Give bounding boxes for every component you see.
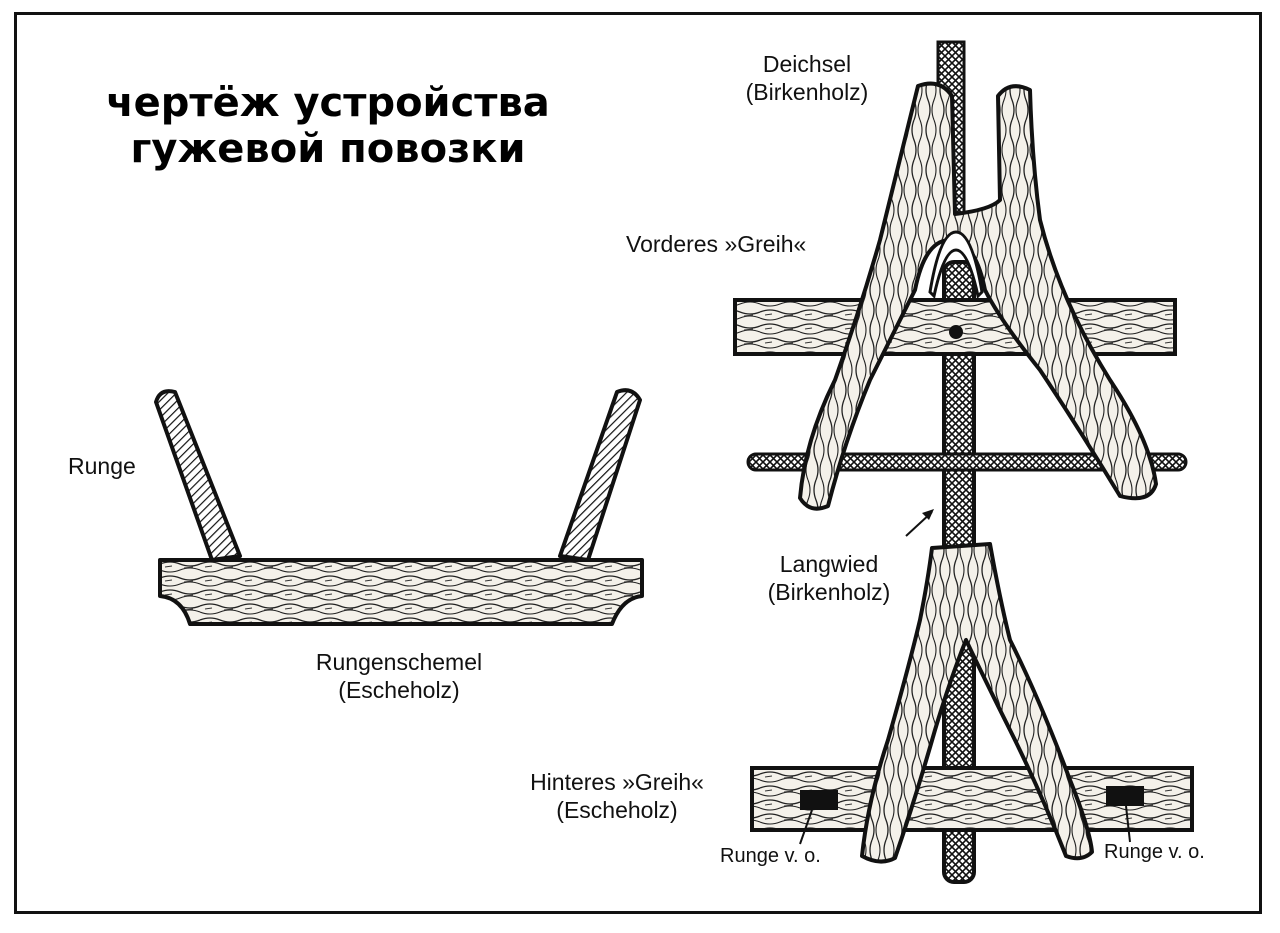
- front-axle-rod: [746, 452, 1188, 472]
- hinteres-greih-label: Hinteres »Greih« (Escheholz): [500, 768, 734, 824]
- hinteres-greih-name: Hinteres »Greih«: [530, 769, 704, 795]
- deichsel-material: (Birkenholz): [745, 79, 869, 105]
- runge-vo-right-label: Runge v. o.: [1104, 841, 1205, 863]
- vorderes-greih-label: Vorderes »Greih«: [626, 231, 807, 257]
- rear-stake-socket-left: [800, 790, 838, 810]
- right-runge-stake: [558, 388, 642, 562]
- rungenschemel-beam: [158, 558, 644, 626]
- deichsel-label: Deichsel (Birkenholz): [722, 50, 892, 106]
- langwied-name: Langwied: [779, 551, 879, 577]
- deichsel-name: Deichsel: [762, 51, 852, 77]
- langwied-pointer-head: [922, 509, 934, 520]
- diagram-title: чертёж устройства гужевой повозки: [78, 80, 578, 172]
- hinteres-greih-fork: [860, 542, 1094, 864]
- runge-vo-right-pointer: [1125, 805, 1131, 843]
- rungenschemel-material: (Escheholz): [338, 677, 460, 703]
- runge-vo-left-label: Runge v. o.: [720, 845, 821, 867]
- rungenschemel-label: Rungenschemel (Escheholz): [284, 648, 514, 704]
- runge-vo-left-pointer: [799, 809, 813, 845]
- title-line-1: чертёж устройства: [106, 80, 550, 126]
- title-line-2: гужевой повозки: [130, 126, 526, 172]
- vorderes-greih-fork: [798, 81, 1158, 511]
- rear-stake-socket-right: [1106, 786, 1144, 806]
- rungenschemel-assembly: [154, 388, 644, 626]
- hinteres-greih-material: (Escheholz): [556, 797, 678, 823]
- front-fork-inner-arch: [928, 230, 984, 300]
- left-runge-stake: [154, 389, 242, 562]
- langwied-label: Langwied (Birkenholz): [744, 550, 914, 606]
- king-pin: [949, 325, 963, 339]
- rungenschemel-name: Rungenschemel: [315, 649, 483, 675]
- undercarriage-assembly: [733, 40, 1194, 884]
- runge-label: Runge: [68, 453, 136, 479]
- langwied-material: (Birkenholz): [767, 579, 891, 605]
